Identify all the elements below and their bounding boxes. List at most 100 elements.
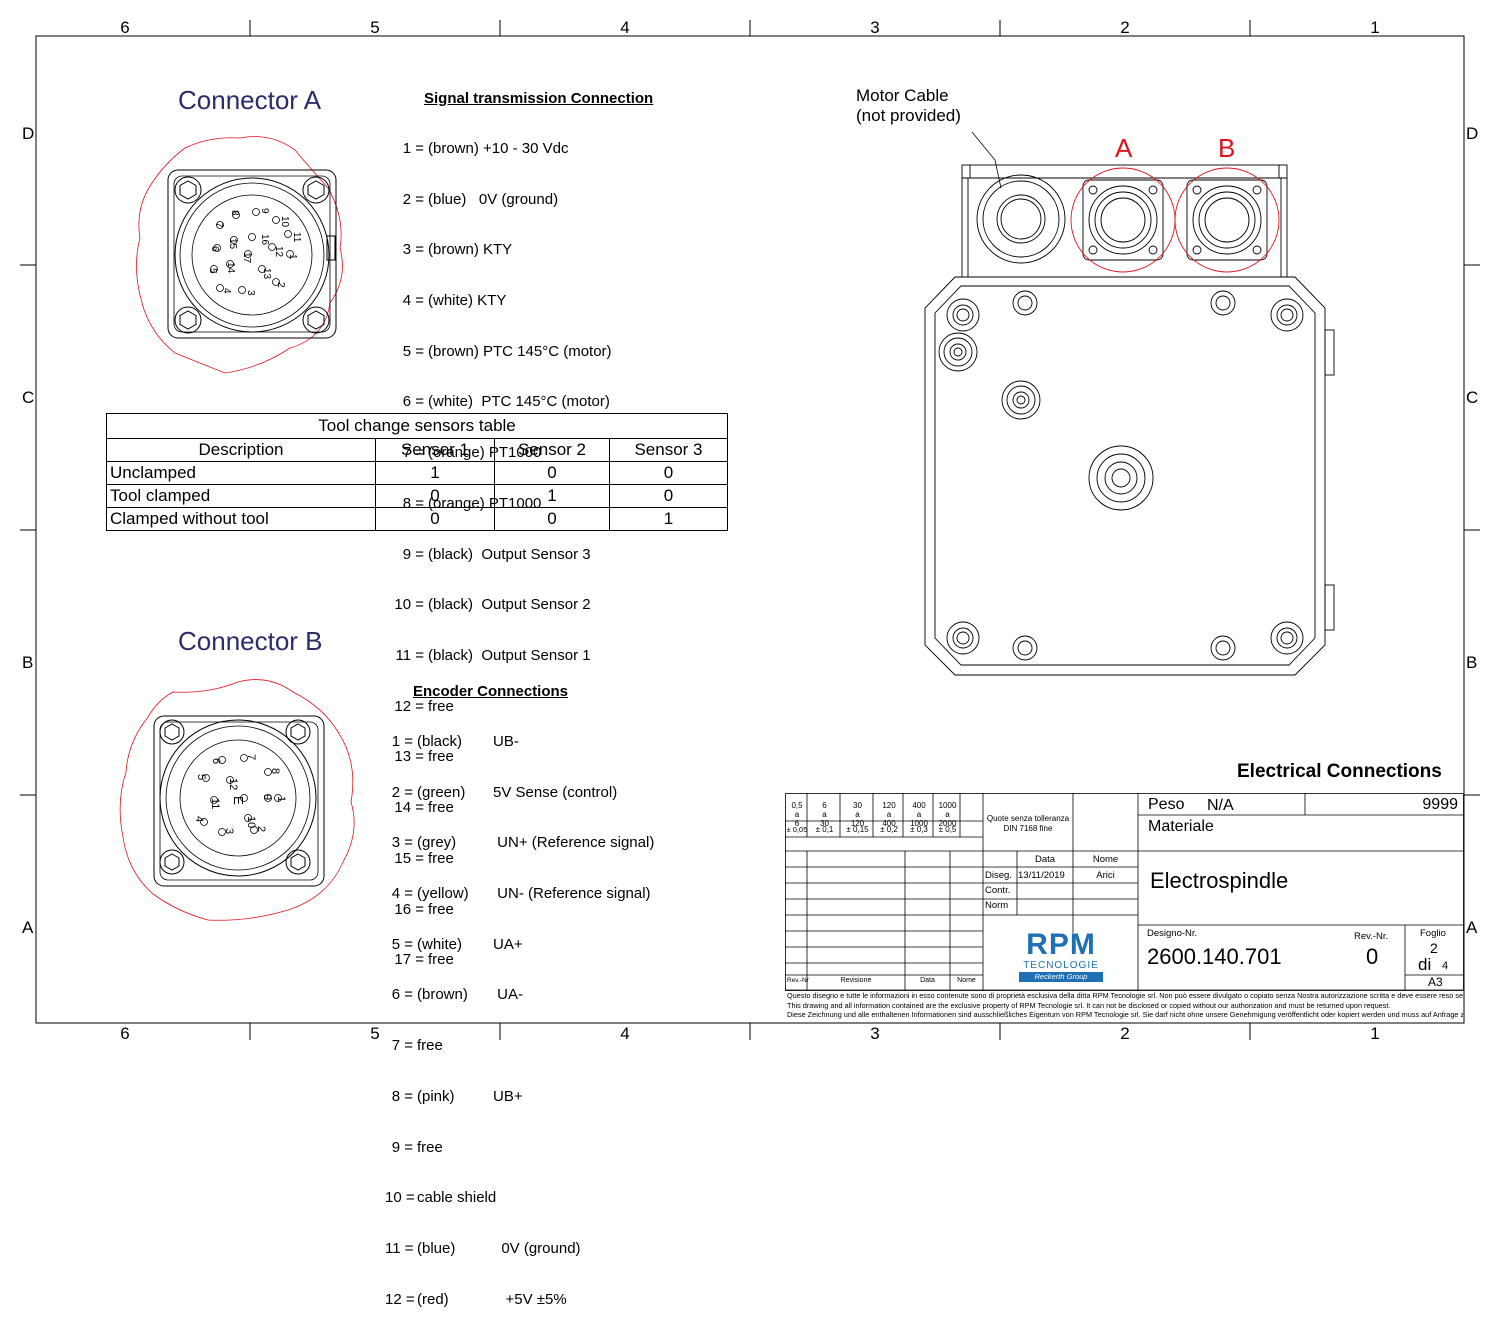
pin-label: 12 xyxy=(273,246,284,258)
zone-top: 6 xyxy=(120,18,130,37)
pin-label: 5 xyxy=(207,268,218,274)
pin-label: 6 xyxy=(210,758,222,764)
table-cell: 1 xyxy=(494,484,610,508)
drawing-number: 2600.140.701 xyxy=(1147,944,1282,969)
table-cell: 0 xyxy=(375,507,495,531)
table-row: Unclamped 1 0 0 xyxy=(106,461,728,485)
revision-col: Revisione xyxy=(840,977,872,984)
pin-label: 16 xyxy=(259,234,270,246)
list-item: 1 =(brown) +10 - 30 Vdc xyxy=(402,139,569,157)
zone-top: 1 xyxy=(1370,18,1380,37)
table-cell: 0 xyxy=(609,461,728,485)
pin-label: 7 xyxy=(213,222,224,228)
part-name: Electrospindle xyxy=(1150,868,1289,893)
revision-label: Rev.-Nr. xyxy=(1354,931,1389,942)
table-cell: 0 xyxy=(609,484,728,508)
zone-left: A xyxy=(22,918,34,937)
pin-label: 8 xyxy=(269,768,281,774)
zone-top: 2 xyxy=(1120,18,1130,37)
list-item: 12 =(red) +5V ±5% xyxy=(385,1290,567,1308)
column-header: Description xyxy=(106,438,376,462)
tolerance-value: ± 0,1 xyxy=(815,825,834,834)
connector-a-drawing: 8 9 10 11 7 16 12 1 15 17 13 6 5 14 3 4 … xyxy=(136,136,343,374)
sheet-total: 4 xyxy=(1442,960,1449,972)
table-caption: Tool change sensors table xyxy=(106,413,728,439)
list-item: 3 =(grey) UN+ (Reference signal) xyxy=(391,834,655,852)
material-label: Materiale xyxy=(1148,818,1214,835)
zone-bottom: 1 xyxy=(1370,1024,1380,1043)
encoder-pin-list: 1 =(black)UB- 2 =(green)5V Sense (contro… xyxy=(385,700,654,1326)
pin-label: 11 xyxy=(291,232,302,243)
row-label: Diseg. xyxy=(985,870,1012,881)
pin-label: 7 xyxy=(245,754,257,760)
pin-label: 8 xyxy=(229,210,240,216)
zone-right: D xyxy=(1466,124,1479,143)
sheet-of-label: di xyxy=(1418,955,1432,974)
list-item: 11 =(black) Output Sensor 1 xyxy=(395,647,591,664)
list-item: 12 =free xyxy=(394,697,454,715)
pin-label: E xyxy=(231,796,246,805)
zone-left: D xyxy=(22,124,35,143)
connector-b-drawing: 6 7 8 5 12 9 1 11 E 10 4 3 2 xyxy=(119,679,355,921)
list-item: 14 =free xyxy=(394,799,454,817)
zone-top: 4 xyxy=(620,18,630,37)
list-item: 15 =free xyxy=(394,849,454,867)
pin-label: 6 xyxy=(209,246,220,252)
encoder-list-title: Encoder Connections xyxy=(413,683,569,700)
connector-a-title: Connector A xyxy=(178,85,322,115)
table-header-row: Description Sensor 1 Sensor 2 Sensor 3 xyxy=(106,438,728,462)
pin-label: 1 xyxy=(287,254,298,260)
tool-change-sensors-table: Tool change sensors table Description Se… xyxy=(106,413,728,531)
list-item: 6 =(brown) UA- xyxy=(391,986,523,1004)
table-cell: 0 xyxy=(375,484,495,508)
list-item: 13 =free xyxy=(394,748,454,766)
drawing-title: Electrical Connections xyxy=(1237,761,1442,782)
table-cell: 1 xyxy=(375,461,495,485)
list-item: 3 =(brown) KTY xyxy=(402,241,513,259)
motor-drawing xyxy=(924,131,1335,676)
zone-right: A xyxy=(1466,918,1478,937)
pin-label: 2 xyxy=(275,282,286,288)
row-label: Contr. xyxy=(985,885,1011,896)
rpm-logo: RPM TECNOLOGIE Reckerth Group xyxy=(1016,930,1106,984)
list-item: 6 =(white) PTC 145°C (motor) xyxy=(402,393,610,411)
list-item: 4 =(yellow) UN- (Reference signal) xyxy=(391,884,651,902)
zone-bottom: 4 xyxy=(620,1024,630,1043)
pin-label: 4 xyxy=(221,288,232,294)
row-label: Norm xyxy=(985,900,1009,911)
list-item: 5 =(white)UA+ xyxy=(391,935,523,953)
list-item: 11 =(blue) 0V (ground) xyxy=(385,1240,581,1257)
list-item: 2 =(green)5V Sense (control) xyxy=(391,783,618,801)
signal-list-title: Signal transmission Connection xyxy=(424,90,654,107)
drawing-frame xyxy=(20,20,1480,1040)
zone-right: B xyxy=(1466,653,1478,672)
revision-value: 0 xyxy=(1366,944,1379,969)
paper-format: A3 xyxy=(1428,975,1443,989)
list-item: 17 =free xyxy=(394,951,454,969)
list-item: 4 =(white) KTY xyxy=(402,291,507,309)
table-cell: Unclamped xyxy=(106,461,376,485)
list-item: 10 =cable shield xyxy=(385,1189,497,1207)
tolerance-value: ± 0,2 xyxy=(880,825,898,834)
tolerance-value: ± 0,5 xyxy=(938,825,957,834)
revision-col: Data xyxy=(920,977,935,984)
pin-label: 13 xyxy=(261,268,272,280)
pin-label: 14 xyxy=(225,262,236,274)
zone-top: 3 xyxy=(870,18,880,37)
title-block-grid xyxy=(785,793,1464,991)
list-item: 10 =(black) Output Sensor 2 xyxy=(394,596,591,614)
list-item: 9 =(black) Output Sensor 3 xyxy=(402,545,591,563)
table-cell: 0 xyxy=(494,461,610,485)
connector-b-title: Connector B xyxy=(178,626,323,656)
pin-label: 1 xyxy=(275,796,287,802)
column-header: Sensor 1 xyxy=(375,438,495,462)
list-item: 2 =(blue) 0V (ground) xyxy=(402,190,559,208)
list-item: 7 =free xyxy=(391,1037,443,1055)
zone-right: C xyxy=(1466,388,1479,407)
